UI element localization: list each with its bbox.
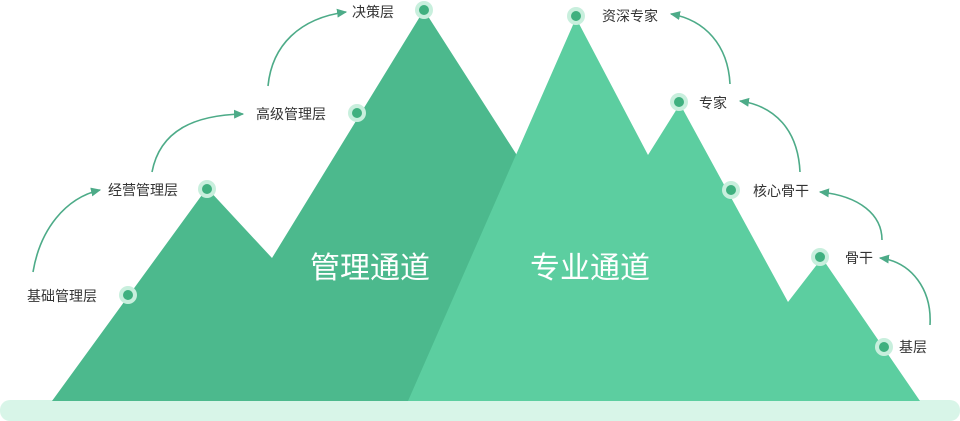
- label-decision-level: 决策层: [352, 4, 394, 21]
- ground-strip: [0, 400, 960, 421]
- management-track-title: 管理通道: [310, 251, 430, 286]
- arrow-mgmt-1: [32, 187, 102, 273]
- label-senior-expert: 资深专家: [602, 8, 658, 25]
- dot-decision-level: [415, 1, 433, 19]
- dot-expert: [670, 93, 688, 111]
- professional-track-title: 专业通道: [530, 251, 650, 286]
- dot-backbone: [811, 248, 829, 266]
- label-senior-management: 高级管理层: [256, 106, 326, 123]
- label-core-backbone: 核心骨干: [753, 184, 809, 200]
- label-backbone: 骨干: [845, 251, 873, 267]
- dot-core-backbone: [722, 181, 740, 199]
- label-basic-management: 基础管理层: [27, 288, 97, 305]
- arrow-prof-2: [818, 188, 883, 241]
- arrow-prof-1: [878, 254, 931, 326]
- professional-mountain: [408, 18, 920, 401]
- management-mountain: [52, 10, 520, 401]
- dot-basic-management: [119, 286, 137, 304]
- label-expert: 专家: [699, 95, 727, 112]
- dot-senior-expert: [567, 7, 585, 25]
- arrow-mgmt-2: [151, 109, 245, 173]
- dot-basic-level: [875, 338, 893, 356]
- arrow-prof-3: [738, 97, 801, 173]
- arrow-mgmt-3: [267, 8, 348, 87]
- label-basic-level: 基层: [899, 339, 927, 356]
- arrow-prof-4: [669, 11, 731, 85]
- dot-operational-management: [198, 180, 216, 198]
- dot-senior-management: [348, 104, 366, 122]
- label-operational-management: 经营管理层: [108, 183, 178, 199]
